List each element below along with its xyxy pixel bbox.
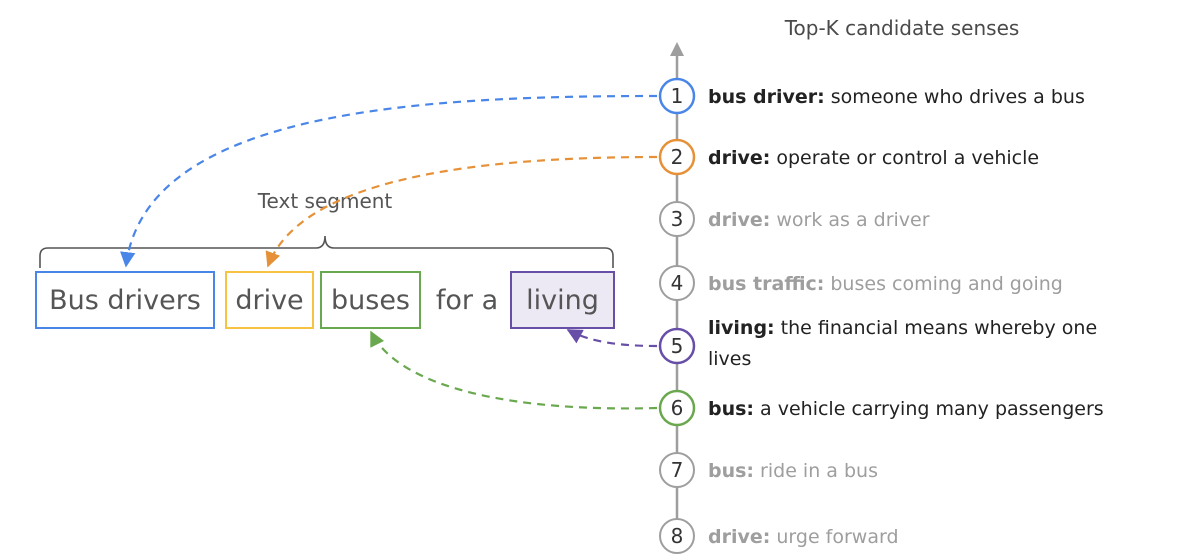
- sense-rank-circle: [659, 265, 695, 301]
- sense-text: bus: ride in a bus: [708, 460, 878, 482]
- axis-title: Top-K candidate senses: [784, 16, 1020, 40]
- sense-item: 7 bus: ride in a bus: [659, 452, 878, 488]
- sense-item: 8 drive: urge forward: [659, 518, 899, 554]
- sense-definition-line2: lives: [708, 348, 751, 370]
- sense-rank-circle: [658, 138, 696, 176]
- sense-definition: a vehicle carrying many passengers: [760, 398, 1104, 420]
- sense-rank-number: 8: [671, 524, 684, 548]
- sense-definition: ride in a bus: [760, 460, 878, 482]
- link-sense-6-to-buses: [370, 330, 658, 410]
- text-segment-label: Text segment: [257, 189, 393, 213]
- sense-term: living:: [708, 317, 775, 339]
- link-sense-2-to-drive: [265, 155, 658, 268]
- word-buses: buses: [331, 285, 410, 316]
- word-box-living: [510, 271, 615, 329]
- sense-rank-circle: [658, 77, 696, 115]
- sense-rank-number: 5: [671, 334, 684, 358]
- sense-definition: someone who drives a bus: [831, 86, 1085, 108]
- sense-term: bus:: [708, 398, 754, 420]
- sense-text: bus traffic: buses coming and going: [708, 273, 1063, 295]
- sense-item: 3 drive: work as a driver: [659, 201, 930, 237]
- sense-text: drive: work as a driver: [708, 209, 930, 231]
- sense-rank-number: 2: [671, 145, 684, 169]
- sense-rank-number: 4: [671, 271, 684, 295]
- sense-rank-circle: [658, 389, 696, 427]
- sense-term: bus:: [708, 460, 754, 482]
- sense-term: bus traffic:: [708, 273, 824, 295]
- link-sense-1-to-bus-drivers: [120, 94, 658, 268]
- word-bus-drivers: Bus drivers: [49, 285, 201, 316]
- word-box-drive: [225, 271, 314, 329]
- word-box-buses: [320, 271, 421, 329]
- sense-definition: operate or control a vehicle: [776, 147, 1039, 169]
- sense-text: drive: urge forward: [708, 526, 899, 548]
- word-box-bus-drivers: [35, 271, 215, 329]
- sense-text: bus driver: someone who drives a bus: [708, 86, 1085, 108]
- sense-rank-circle: [658, 327, 696, 365]
- sense-text: bus: a vehicle carrying many passengers: [708, 398, 1104, 420]
- sense-text: drive: operate or control a vehicle: [708, 147, 1039, 169]
- sense-term: bus driver:: [708, 86, 825, 108]
- segment-brace: [39, 235, 614, 268]
- word-for-a: for a: [436, 285, 498, 316]
- word-drive: drive: [235, 285, 303, 316]
- sense-item: 6 bus: a vehicle carrying many passengers: [658, 389, 1104, 427]
- axis-up-arrow-icon: [670, 42, 684, 56]
- sense-word-links: [120, 94, 658, 410]
- word-living: living: [526, 285, 599, 316]
- sense-text: living: the financial means whereby one: [708, 317, 1097, 339]
- sense-term: drive:: [708, 526, 770, 548]
- sense-item: 1 bus driver: someone who drives a bus: [658, 77, 1085, 115]
- sense-term: drive:: [708, 147, 770, 169]
- sense-rank-number: 1: [671, 84, 684, 108]
- sense-definition: buses coming and going: [830, 273, 1062, 295]
- sense-rank-number: 3: [671, 207, 684, 231]
- sense-rank-circle: [659, 201, 695, 237]
- sense-list: 1 bus driver: someone who drives a bus 2 …: [658, 77, 1104, 554]
- sense-item: 5 living: the financial means whereby one…: [658, 317, 1097, 370]
- sense-definition: the financial means whereby one: [781, 317, 1097, 339]
- sense-item: 4 bus traffic: buses coming and going: [659, 265, 1063, 301]
- sense-rank-circle: [659, 518, 695, 554]
- sense-definition: urge forward: [776, 526, 898, 548]
- sense-rank-circle: [659, 452, 695, 488]
- segment-words: Bus drivers drive buses for a living: [35, 271, 615, 329]
- sense-rank-number: 7: [671, 458, 684, 482]
- link-sense-5-to-living: [566, 329, 658, 348]
- sense-term: drive:: [708, 209, 770, 231]
- sense-definition: work as a driver: [776, 209, 929, 231]
- sense-rank-number: 6: [671, 396, 684, 420]
- sense-item: 2 drive: operate or control a vehicle: [658, 138, 1039, 176]
